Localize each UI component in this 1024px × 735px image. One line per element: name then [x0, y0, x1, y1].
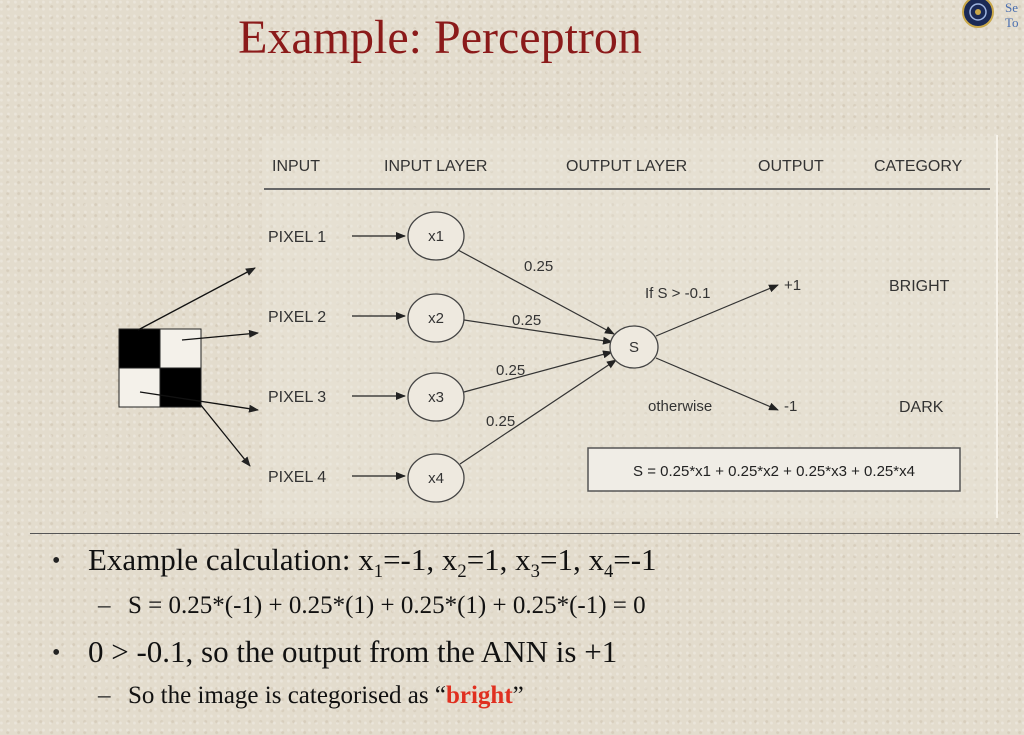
image-cell-4: [159, 367, 202, 408]
grid-arrow-2: [181, 329, 259, 341]
input-node-label-2: x2: [428, 310, 444, 327]
weight-edge-2: [463, 319, 613, 345]
sub-bullet-1: S = 0.25*(-1) + 0.25*(1) + 0.25*(1) + 0.…: [128, 592, 646, 619]
sub-1: 1: [373, 561, 384, 583]
bullet-1-part-1: =-1, x: [383, 542, 458, 577]
bullet-1-part-2: =1, x: [466, 542, 531, 577]
section-divider: [30, 533, 1020, 534]
header-category: CATEGORY: [874, 158, 963, 175]
image-cell-1: [118, 328, 161, 369]
header-input: INPUT: [272, 158, 320, 175]
weight-edge-1: [457, 249, 615, 335]
pixel-label-4: PIXEL 4: [268, 469, 326, 486]
bullet-2: 0 > -0.1, so the output from the ANN is …: [88, 634, 618, 669]
image-cell-2: [159, 328, 202, 369]
output-edge-bright: [655, 284, 779, 337]
weight-label-3: 0.25: [496, 362, 525, 379]
output-edge-dark: [655, 357, 779, 411]
grid-arrow-4: [199, 403, 251, 467]
bullet-1: Example calculation: x1=-1, x2=1, x3=1, …: [88, 542, 657, 583]
bullet-dot-2: •: [52, 640, 61, 666]
pixel-label-1: PIXEL 1: [268, 229, 326, 246]
header-input-layer: INPUT LAYER: [384, 158, 487, 175]
output-value-positive: +1: [784, 277, 801, 294]
category-dark: DARK: [899, 399, 944, 416]
logo-text-2: To: [1005, 15, 1019, 30]
condition-label: If S > -0.1: [645, 285, 710, 302]
category-bright: BRIGHT: [889, 278, 950, 295]
otherwise-label: otherwise: [648, 398, 712, 415]
input-node-3: [407, 372, 465, 422]
pixel-label-3: PIXEL 3: [268, 389, 326, 406]
slide-title: Example: Perceptron: [238, 11, 642, 64]
sub-bullet-2-prefix: So the image is categorised as “: [128, 682, 446, 709]
input-node-label-1: x1: [428, 228, 444, 245]
weight-edge-3: [463, 350, 613, 393]
input-node-1: [407, 211, 465, 261]
logo-text-1: Se: [1005, 0, 1018, 15]
sub-3: 3: [530, 561, 540, 583]
weight-label-4: 0.25: [486, 413, 515, 430]
image-cell-3: [118, 367, 161, 408]
grid-arrow-1: [137, 267, 256, 331]
header-output-layer: OUTPUT LAYER: [566, 158, 687, 175]
pixel-label-2: PIXEL 2: [268, 309, 326, 326]
sub-bullet-2-suffix: ”: [512, 682, 524, 709]
weight-label-1: 0.25: [524, 258, 553, 275]
sub-bullet-dash-1: –: [98, 592, 111, 619]
highlight-bright: bright: [445, 682, 513, 709]
output-value-negative: -1: [784, 398, 797, 415]
formula-box: [587, 447, 961, 492]
bullet-dot-1: •: [52, 548, 61, 574]
input-node-label-4: x4: [428, 470, 444, 487]
sub-bullet-2: So the image is categorised as “bright”: [128, 682, 524, 710]
weight-label-2: 0.25: [512, 312, 541, 329]
input-node-label-3: x3: [428, 389, 444, 406]
sum-node: [609, 325, 659, 369]
sum-node-label: S: [629, 339, 639, 356]
sub-2: 2: [457, 561, 467, 583]
input-node-2: [407, 293, 465, 343]
sub-bullet-dash-2: –: [98, 682, 111, 709]
bullet-1-part-4: =-1: [613, 542, 657, 577]
weight-edge-4: [459, 359, 617, 465]
grid-arrow-3: [139, 391, 259, 413]
vertical-highlight-bar: [996, 135, 998, 518]
bullet-1-part-3: =1, x: [539, 542, 604, 577]
header-output: OUTPUT: [758, 158, 824, 175]
emblem-icon: [962, 0, 994, 28]
bullet-1-prefix: Example calculation: x: [88, 542, 374, 577]
sub-4: 4: [603, 561, 614, 583]
formula-text: S = 0.25*x1 + 0.25*x2 + 0.25*x3 + 0.25*x…: [633, 463, 915, 480]
input-node-4: [407, 453, 465, 503]
